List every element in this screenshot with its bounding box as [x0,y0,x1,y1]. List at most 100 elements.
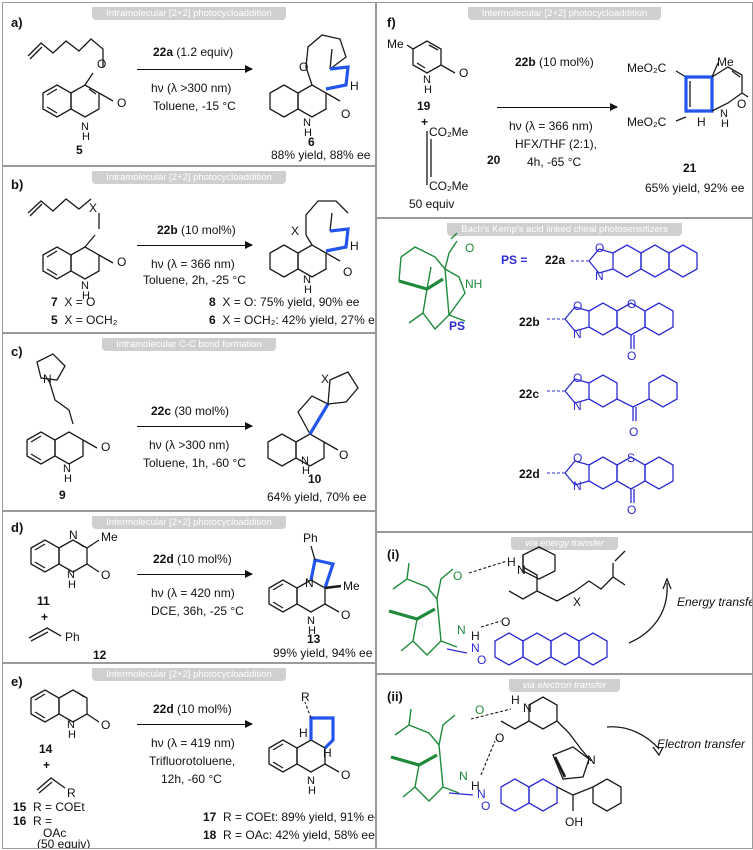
compound-14-structure [30,689,100,723]
product-8-result: 8 X = O: 75% yield, 90% ee [209,295,360,309]
compound-11-structure [30,539,100,573]
compound-9-structure [26,353,98,465]
atom-o: O [343,265,353,279]
panel-sensitizers: Bach's Kemp's acid linked chiral photose… [376,218,753,532]
reaction-arrow [497,103,618,111]
panel-energy-transfer-label: (i) [387,547,400,562]
electron-transfer-complex [390,696,664,812]
compound-number-6: 6 [308,135,315,149]
atom-h: H [68,729,76,741]
r-group-label: R [301,690,310,704]
condition-solvent: Toluene, -15 °C [153,99,236,113]
atom-o: O [101,568,111,582]
atom-h: H [304,284,312,296]
panel-d-header: Intermolecular [2+2] photocycloaddition [3,512,375,529]
atom-o: O [117,255,127,269]
ester-label: CO₂Me [429,125,469,139]
atom-n: N [573,399,582,413]
compound-19-structure [406,40,456,74]
substrate-7-label: 7 X = O [51,295,96,309]
ps-tag: PS [449,319,466,333]
methyl-label: Me [717,55,734,69]
ester-label: MeO₂C [627,61,667,75]
reagent: 22b (10 mol%) [157,223,236,237]
product-13-structure [268,545,342,613]
plus-sign: + [41,610,49,624]
atom-o: O [481,799,491,813]
compound-number-13: 13 [307,632,321,646]
compound-number-19: 19 [417,99,431,113]
energy-transfer-complex [388,546,672,666]
atom-o: O [627,503,637,517]
atom-h: H [299,726,308,740]
atom-x: X [89,201,98,215]
phenyl-label: Ph [303,531,318,545]
condition-light: hν (λ = 366 nm) [151,257,235,271]
reaction-arrow [137,720,253,728]
pyrrolidine-n: N [587,753,596,767]
compound-5-structure [27,38,114,118]
product-21-structure [675,62,749,122]
atom-nh: N [67,569,75,581]
atom-h: H [308,625,316,637]
hydroxyl-label: OH [565,815,583,829]
template-n: N [459,769,468,783]
atom-o: O [573,371,583,385]
atom-h: H [350,239,359,253]
substrate-5-label: 5 X = OCH₂ [51,313,118,327]
equiv-label: 50 equiv [409,197,455,211]
compound-number-21: 21 [683,161,697,175]
compound-number-12: 12 [93,648,107,662]
panel-c-header: Intramolecular C-C bond formation [3,334,375,351]
atom-h: H [308,785,316,797]
atom-h: H [424,84,432,96]
electron-transfer-label: Electron transfer [657,737,746,751]
atom-o: O [737,97,747,111]
template-n: N [457,623,466,637]
condition-light: hν (λ = 419 nm) [151,736,235,750]
atom-o: O [573,451,583,465]
atom-nh: N [720,108,728,120]
panel-a: Intramolecular [2+2] photocycloaddition … [2,2,376,166]
atom-o: O [495,731,505,745]
methyl-label: Me [387,37,404,51]
panel-sensitizers-header: Bach's Kemp's acid linked chiral photose… [377,219,752,236]
atom-n: N [477,787,486,801]
panel-f-label: f) [387,15,396,30]
product-6-result: 6 X = OCH₂: 42% yield, 27% ee [209,313,376,327]
atom-n: N [305,576,314,590]
ps-equals-label: PS = [501,253,528,267]
plus-sign: + [43,758,51,772]
atom-o: O [117,96,127,110]
atom-s: S [627,451,636,465]
ester-label: MeO₂C [627,115,667,129]
reaction-arrow [137,65,253,73]
atom-n: N [69,528,78,542]
energy-transfer-label: Energy transfer [677,595,753,609]
sensitizer-22c-label: 22c [519,387,540,401]
atom-n: N [471,641,480,655]
compound-number-5: 5 [76,143,83,157]
reagent: 22d (10 mol%) [153,702,232,716]
compound-7-structure [27,198,114,280]
atom-h: H [697,115,706,129]
product-6-structure [269,34,350,118]
condition-time: 4h, -65 °C [527,155,582,169]
atom-o: O [595,241,605,255]
atom-h: H [350,79,359,93]
compound-number-20: 20 [487,153,501,167]
h-bond-h: H [471,779,480,793]
condition-solvent: DCE, 36h, -25 °C [151,604,244,618]
panel-electron-transfer-label: (ii) [387,689,403,704]
template-nh: NH [465,277,483,291]
atom-h: H [82,290,90,302]
condition-solvent: HFX/THF (2:1), [515,137,598,151]
atom-x: X [573,595,582,609]
panel-f: Intermolecular [2+2] photocycloaddition … [376,2,753,218]
methyl-label: Me [343,579,360,593]
atom-o: O [627,297,637,311]
atom-nh: N [81,280,89,292]
atom-h: H [82,131,90,143]
atom-n: N [43,372,52,386]
condition-light: hν (λ >300 nm) [149,438,230,452]
